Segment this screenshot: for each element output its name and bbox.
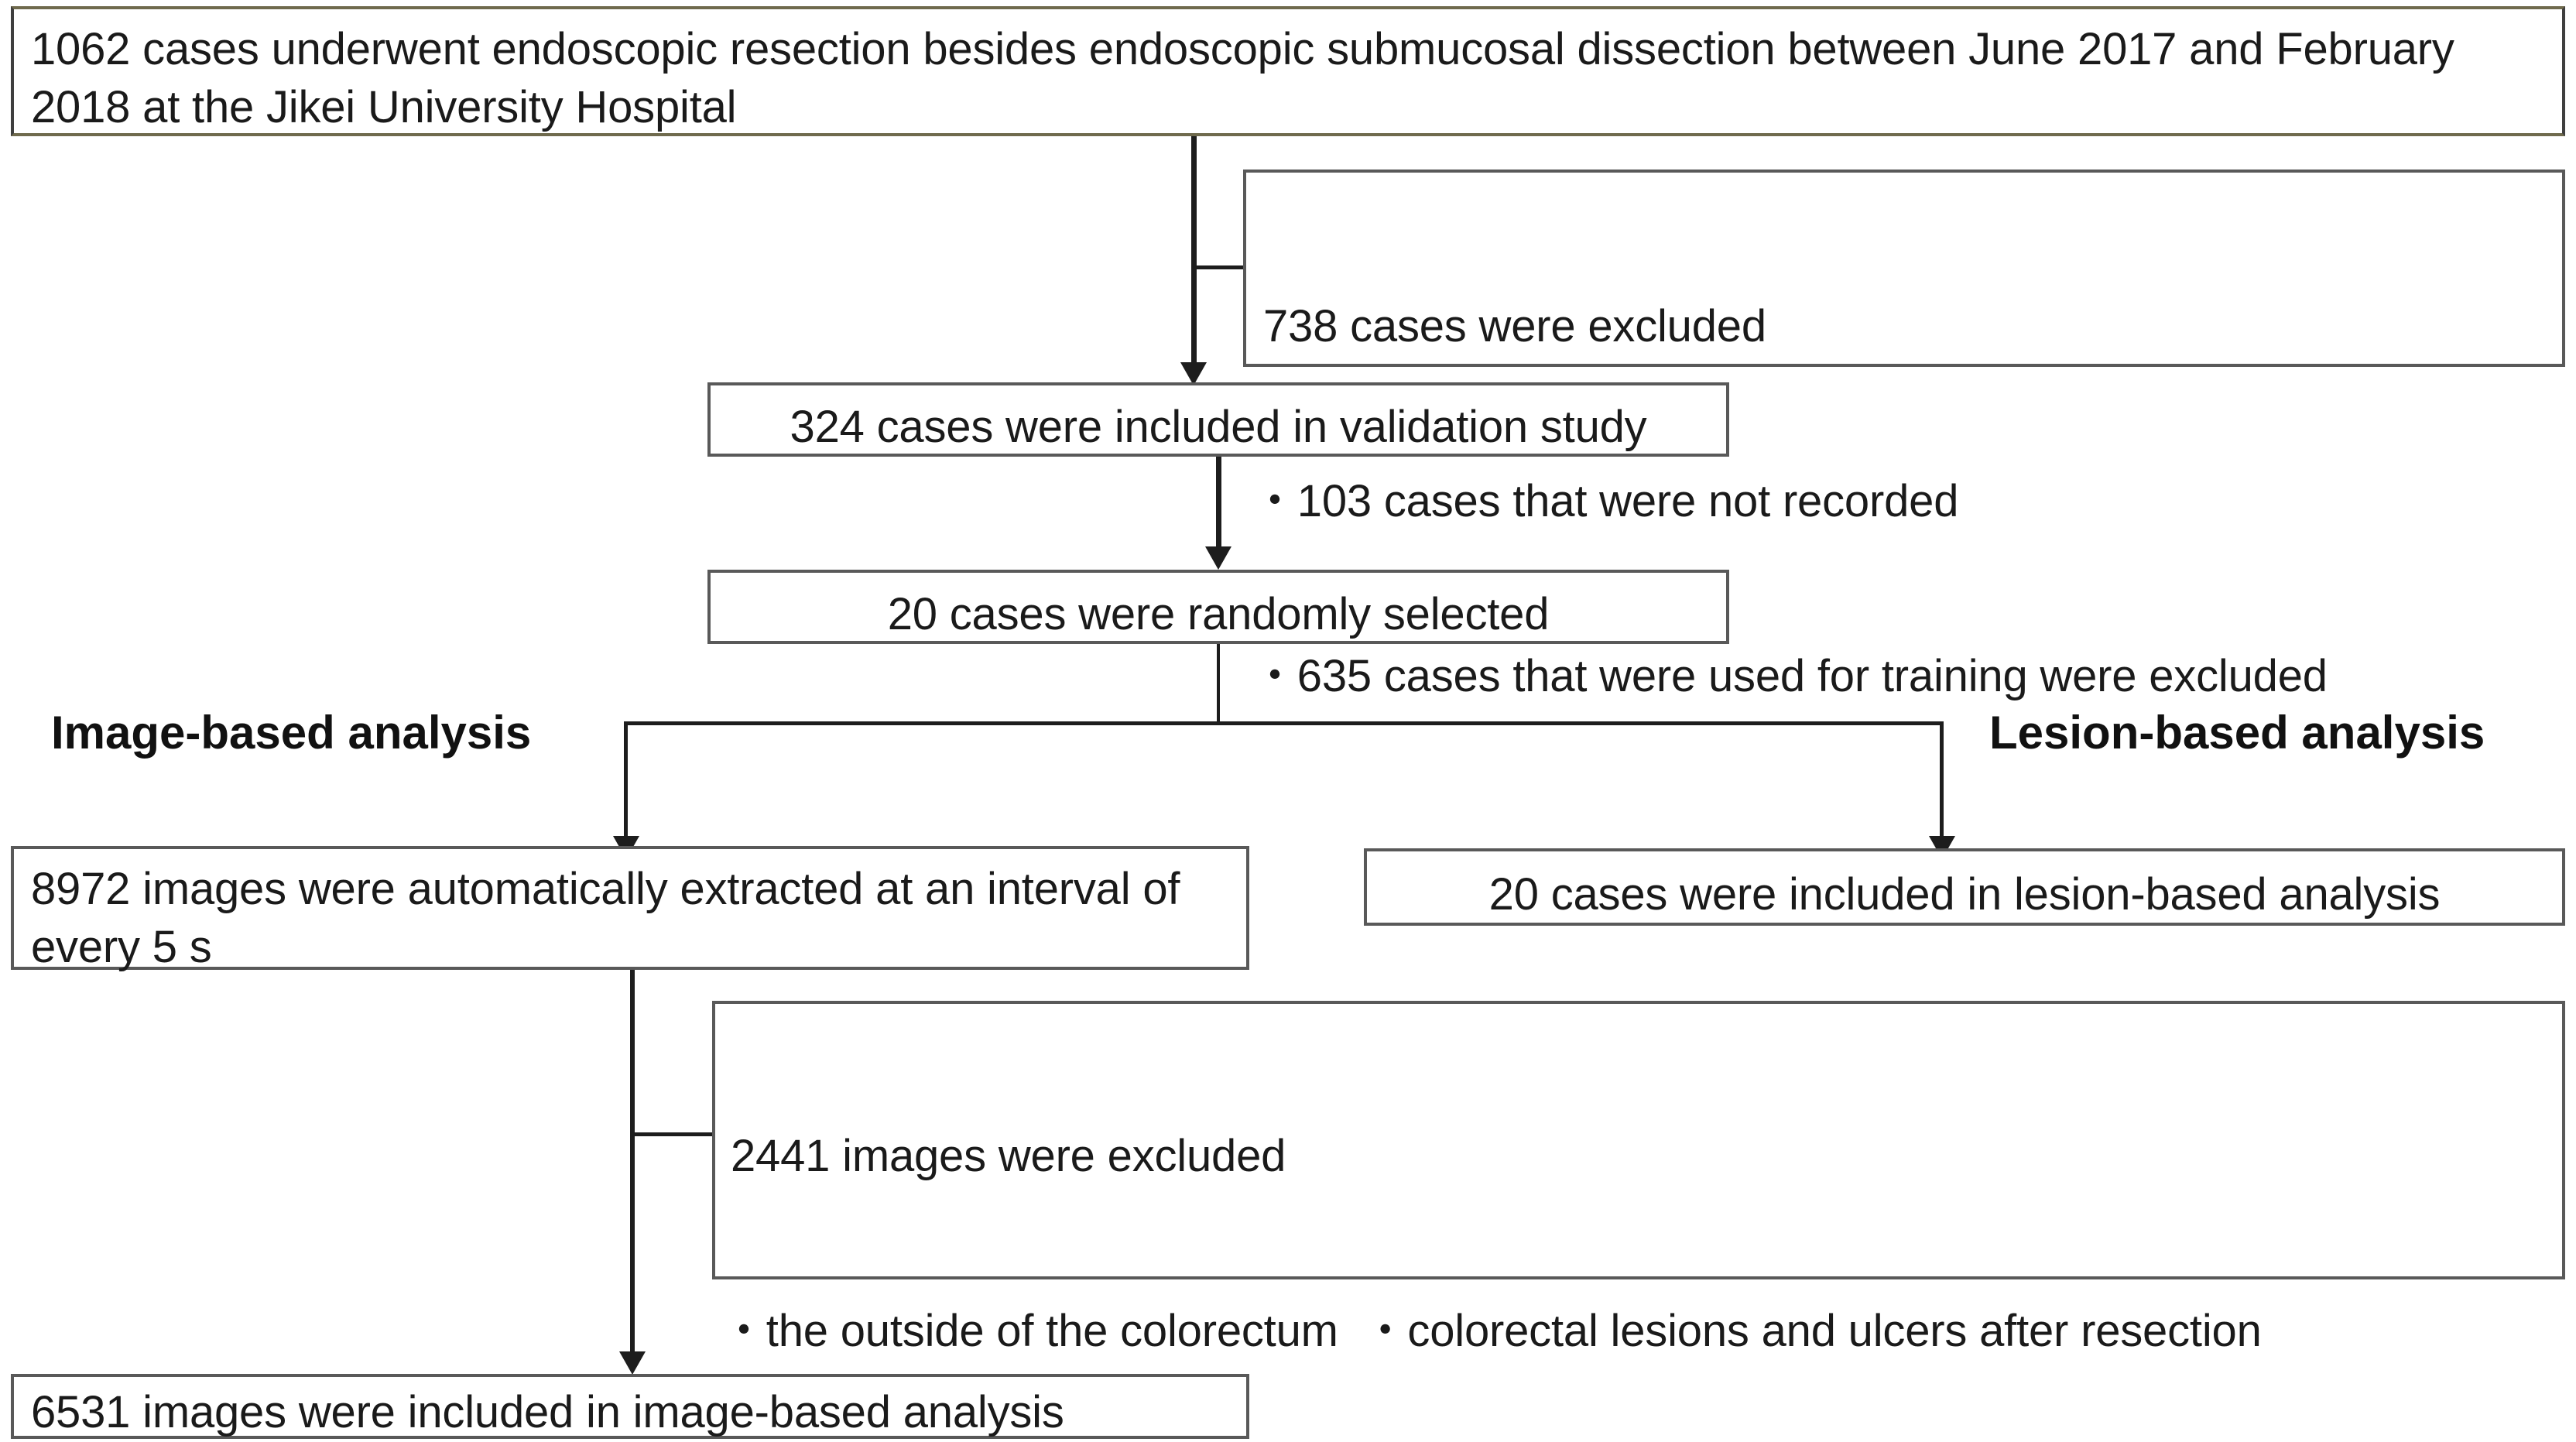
connector-to-excluded-images xyxy=(630,1132,712,1136)
arrowhead-source-to-validation xyxy=(1180,362,1207,385)
connector-split-left xyxy=(624,721,628,847)
connector-validation-to-random xyxy=(1216,457,1221,557)
branch-label-image-based: Image-based analysis xyxy=(51,707,532,759)
connector-to-excluded-cases xyxy=(1191,265,1243,269)
node-image-based-included: 6531 images were included in image-based… xyxy=(11,1374,1249,1439)
node-randomly-selected: 20 cases were randomly selected xyxy=(707,570,1729,644)
connector-extracted-to-included xyxy=(630,970,635,1368)
arrowhead-validation-to-random xyxy=(1205,546,1231,570)
excluded-cases-heading: 738 cases were excluded xyxy=(1263,300,1766,351)
branch-label-lesion-based: Lesion-based analysis xyxy=(1989,707,2485,759)
connector-split-bar xyxy=(624,721,1944,725)
node-lesion-based-included: 20 cases were included in lesion-based a… xyxy=(1364,848,2565,926)
arrowhead-extracted-to-included xyxy=(619,1351,646,1375)
node-excluded-images: 2441 images were excluded ・the outside o… xyxy=(712,1001,2565,1356)
node-extracted-images: 8972 images were automatically extracted… xyxy=(11,846,1249,972)
node-source-cohort: 1062 cases underwent endoscopic resectio… xyxy=(11,6,2565,136)
connector-source-to-validation xyxy=(1191,136,1197,376)
excluded-images-heading: 2441 images were excluded xyxy=(731,1130,1286,1181)
node-validation-study: 324 cases were included in validation st… xyxy=(707,382,1729,457)
excluded-cases-bullet-1: ・103 cases that were not recorded xyxy=(1252,475,1959,526)
excluded-images-bullet-1: ・the outside of the colorectum ・colorect… xyxy=(721,1305,2262,1356)
connector-split-right xyxy=(1940,721,1944,847)
node-excluded-cases: 738 cases were excluded ・103 cases that … xyxy=(1243,170,2565,701)
connector-random-to-split xyxy=(1217,644,1220,724)
excluded-cases-bullet-2: ・635 cases that were used for training w… xyxy=(1252,651,2328,702)
